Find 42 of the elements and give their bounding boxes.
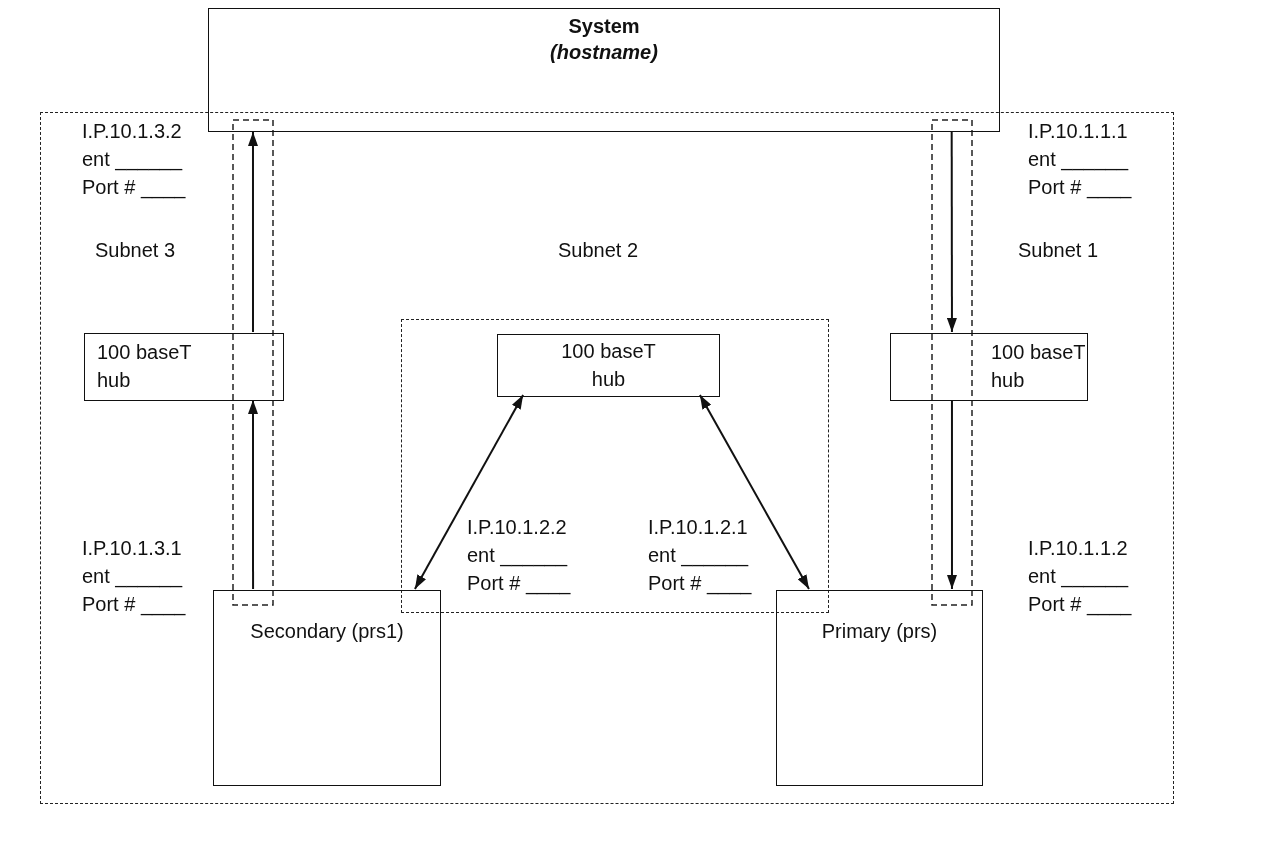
node-label: 100 baseT hub xyxy=(991,340,1087,393)
subnet-label: Subnet 3 xyxy=(95,238,176,263)
node-label: 100 baseT hub xyxy=(560,339,657,392)
address-label: I.P.10.1.2.2 xyxy=(467,515,567,540)
computer-box xyxy=(776,590,983,786)
address-label: I.P.10.1.3.1 xyxy=(82,536,182,561)
arrow xyxy=(698,394,810,590)
address-label: I.P.10.1.3.2 xyxy=(82,119,182,144)
node-label: 100 baseT hub xyxy=(97,340,193,393)
node-label: Secondary (prs1) xyxy=(250,619,404,644)
arrow xyxy=(248,399,258,590)
network-boundary xyxy=(40,112,1174,804)
subnet-label: Subnet 2 xyxy=(558,238,639,263)
host-title: System xyxy=(568,14,640,39)
subnet-label: Subnet 1 xyxy=(1018,238,1099,263)
address-label: ent ______ xyxy=(82,564,183,589)
arrow xyxy=(413,394,525,590)
address-label: ent ______ xyxy=(1028,147,1129,172)
address-label: Port # ____ xyxy=(1028,592,1132,617)
node-label: Primary (prs) xyxy=(821,619,938,644)
arrow xyxy=(946,131,957,333)
address-label: Port # ____ xyxy=(648,571,752,596)
host-box xyxy=(208,8,1000,132)
address-label: ent ______ xyxy=(1028,564,1129,589)
address-label: I.P.10.1.2.1 xyxy=(648,515,748,540)
subnet-boundary xyxy=(401,319,829,613)
address-label: I.P.10.1.1.1 xyxy=(1028,119,1128,144)
address-label: ent ______ xyxy=(82,147,183,172)
host-name: (hostname) xyxy=(550,40,658,65)
address-label: ent ______ xyxy=(467,543,568,568)
hub-box xyxy=(84,333,284,401)
arrow xyxy=(248,131,258,333)
address-label: Port # ____ xyxy=(1028,175,1132,200)
address-label: Port # ____ xyxy=(82,592,186,617)
address-label: Port # ____ xyxy=(82,175,186,200)
address-label: ent ______ xyxy=(648,543,749,568)
arrow xyxy=(947,399,957,590)
hub-box xyxy=(497,334,720,397)
hub-box xyxy=(890,333,1088,401)
address-label: Port # ____ xyxy=(467,571,571,596)
computer-box xyxy=(213,590,441,786)
address-label: I.P.10.1.1.2 xyxy=(1028,536,1128,561)
